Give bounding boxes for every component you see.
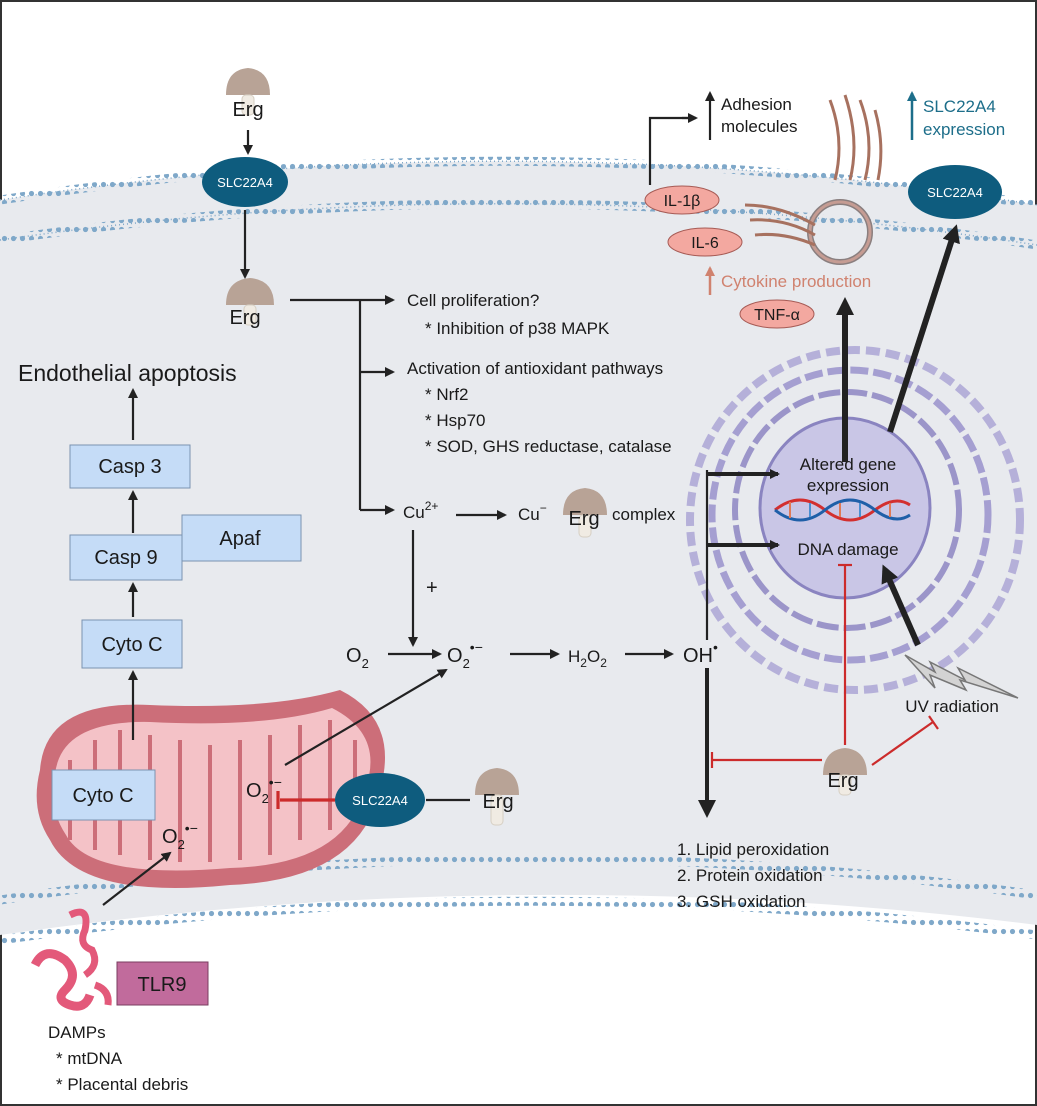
hsp70-label: * Hsp70 xyxy=(425,411,485,430)
cyto-c-mito-box xyxy=(51,769,156,821)
damps-icon xyxy=(30,908,112,1011)
svg-text:TNF-α: TNF-α xyxy=(754,307,800,324)
mitochondrion xyxy=(36,690,386,888)
cytokine-tnfa: TNF-α xyxy=(739,299,815,329)
plus-sign: + xyxy=(426,577,438,599)
uv-label: UV radiation xyxy=(905,697,999,716)
damps-label: DAMPs xyxy=(48,1023,106,1042)
cu2-label: Cu2+ xyxy=(403,499,438,522)
dna-damage-label: DNA damage xyxy=(797,540,898,559)
slc22a4-transporter: SLC22A4 xyxy=(202,157,288,207)
altered-gene-label-2: expression xyxy=(807,476,889,495)
antioxidant-label: Activation of antioxidant pathways xyxy=(407,359,663,378)
slc-label: SLC22A4 xyxy=(927,185,983,200)
arrow xyxy=(887,224,960,433)
complex-label: complex xyxy=(612,505,676,524)
damps-item: * mtDNA xyxy=(56,1049,123,1068)
arrow xyxy=(881,564,921,647)
slc-expression-label-2: expression xyxy=(923,120,1005,139)
cu-label: Cu− xyxy=(518,501,547,524)
cyto-c-box xyxy=(81,619,183,669)
oxidation-item: 3. GSH oxidation xyxy=(677,892,806,911)
inhibition-bar xyxy=(928,715,939,730)
p38-label: * Inhibition of p38 MAPK xyxy=(425,319,610,338)
casp3-label: Casp 3 xyxy=(98,456,161,478)
apaf-box xyxy=(181,514,302,562)
apoptosis-title: Endothelial apoptosis xyxy=(18,360,237,386)
slc22a4-transporter: SLC22A4 xyxy=(335,773,425,827)
slc-label: SLC22A4 xyxy=(352,793,408,808)
mito-superoxide-label-2: O2•− xyxy=(162,820,198,852)
cell-proliferation-label: Cell proliferation? xyxy=(407,291,539,310)
dna-helix-icon xyxy=(774,498,911,522)
arrow xyxy=(102,851,172,906)
damps-item: * Placental debris xyxy=(56,1075,188,1094)
cyto-c-label: Cyto C xyxy=(101,634,162,656)
erg-label: Erg xyxy=(827,770,858,792)
oxidation-item: 2. Protein oxidation xyxy=(677,866,823,885)
cytokine-production-label: Cytokine production xyxy=(721,272,871,291)
slc-expression-label: SLC22A4 xyxy=(923,97,996,116)
slc22a4-transporter: SLC22A4 xyxy=(908,165,1002,219)
superoxide-label: O2•− xyxy=(447,639,483,671)
arrow xyxy=(284,668,448,766)
erg-icon xyxy=(823,748,867,796)
svg-text:IL-1β: IL-1β xyxy=(664,193,701,210)
oxidation-item: 1. Lipid peroxidation xyxy=(677,840,829,859)
casp9-box xyxy=(69,534,183,581)
casp3-box xyxy=(69,444,191,489)
erg-icon xyxy=(226,278,274,326)
adhesion-label-2: molecules xyxy=(721,117,798,136)
sod-label: * SOD, GHS reductase, catalase xyxy=(425,437,672,456)
erg-icon xyxy=(475,768,519,826)
tlr9-label: TLR9 xyxy=(138,974,187,996)
tlr9-box xyxy=(116,961,209,1006)
h2o2-label: H2O2 xyxy=(568,647,607,670)
svg-text:IL-6: IL-6 xyxy=(691,235,719,252)
inhibition-line xyxy=(871,721,934,766)
connector xyxy=(648,116,690,185)
apaf-label: Apaf xyxy=(219,528,261,550)
erg-label: Erg xyxy=(232,99,263,121)
hydroxyl-label: OH• xyxy=(683,639,718,667)
cyto-c-mito-label: Cyto C xyxy=(72,785,133,807)
erg-label: Erg xyxy=(568,508,599,530)
erg-label: Erg xyxy=(482,791,513,813)
o2-label: O2 xyxy=(346,645,369,671)
casp9-label: Casp 9 xyxy=(94,547,157,569)
cytokine-il1b: IL-1β xyxy=(644,185,720,215)
mito-superoxide-label: O2•− xyxy=(246,774,282,806)
erg-icon xyxy=(563,488,607,538)
nrf2-label: * Nrf2 xyxy=(425,385,468,404)
slc-label: SLC22A4 xyxy=(217,175,273,190)
receptor-icon xyxy=(744,94,883,265)
lightning-icon xyxy=(904,654,1019,699)
erg-icon xyxy=(226,68,270,116)
erg-label: Erg xyxy=(229,307,260,329)
altered-gene-label: Altered gene xyxy=(800,455,896,474)
adhesion-label: Adhesion xyxy=(721,95,792,114)
cytokine-il6: IL-6 xyxy=(667,227,743,257)
